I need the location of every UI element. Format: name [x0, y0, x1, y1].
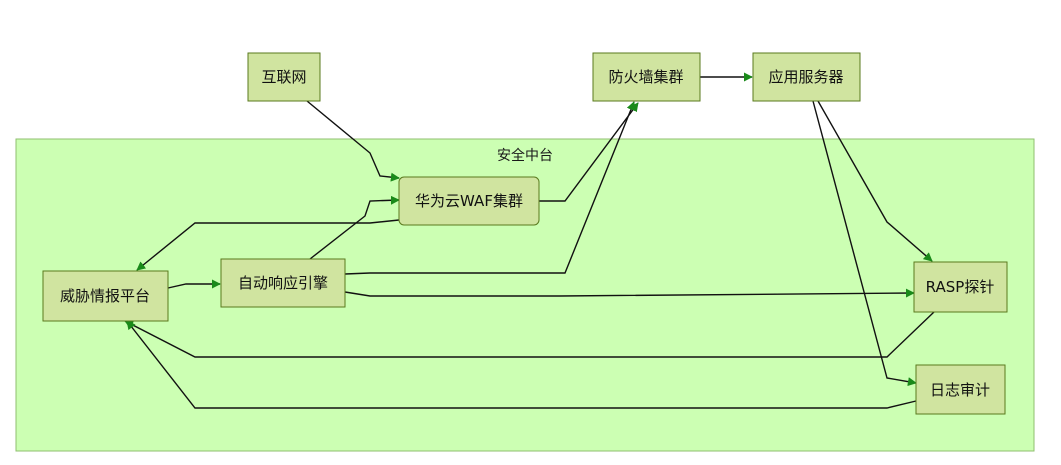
edge-internet-to-waf [306, 100, 400, 182]
edge-autoresponse-to-waf [309, 195, 400, 260]
edge-autoresponse-to-rasp [344, 288, 915, 298]
edge-waf-to-threatintel [136, 219, 400, 271]
edge-rasp-to-threatintel [124, 311, 935, 358]
node-firewall-label: 防火墙集群 [608, 68, 683, 86]
node-auto-response[interactable]: 自动响应引擎 [220, 258, 346, 308]
node-internet-label: 互联网 [261, 68, 306, 86]
edge-waf-to-firewall [539, 102, 639, 202]
edges [124, 72, 935, 409]
node-app-server[interactable]: 应用服务器 [752, 52, 861, 102]
edge-threatintel-to-autoresponse [167, 279, 221, 289]
edge-appserver-to-audit [812, 100, 917, 387]
node-threat-intel[interactable]: 威胁情报平台 [42, 270, 169, 322]
edge-autoresponse-to-firewall [344, 101, 636, 275]
node-waf[interactable]: 华为云WAF集群 [398, 176, 540, 226]
node-internet[interactable]: 互联网 [247, 52, 321, 102]
node-audit-label: 日志审计 [930, 381, 990, 399]
cluster-title: 安全中台 [497, 147, 553, 164]
node-firewall[interactable]: 防火墙集群 [592, 52, 701, 102]
edge-audit-to-threatintel [126, 320, 917, 409]
node-threat-intel-label: 威胁情报平台 [60, 287, 150, 305]
edge-appserver-to-rasp [817, 100, 933, 262]
node-auto-response-label: 自动响应引擎 [238, 274, 328, 292]
node-rasp-label: RASP探针 [926, 278, 995, 296]
node-waf-label: 华为云WAF集群 [415, 192, 523, 210]
node-app-server-label: 应用服务器 [768, 68, 843, 86]
node-audit[interactable]: 日志审计 [915, 364, 1006, 415]
node-rasp[interactable]: RASP探针 [913, 261, 1008, 313]
